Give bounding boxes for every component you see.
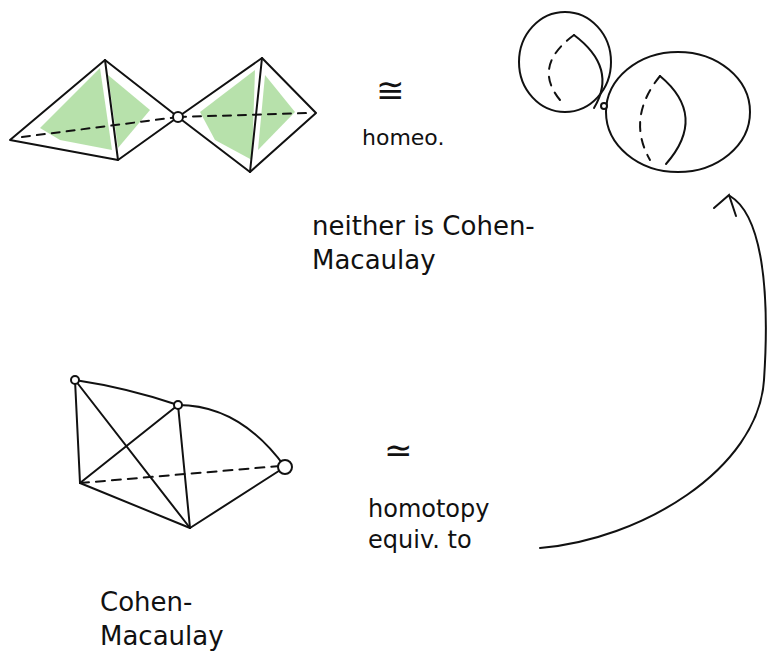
relation-label: homotopy equiv. to bbox=[368, 494, 518, 556]
equator bbox=[574, 35, 602, 108]
shaded-face bbox=[40, 68, 112, 150]
double-tetrahedron bbox=[10, 58, 316, 172]
vertex bbox=[174, 401, 182, 409]
edge bbox=[80, 405, 178, 483]
arrow-head bbox=[714, 195, 736, 216]
isomorphism-symbol: ≅ bbox=[376, 68, 436, 112]
vertex bbox=[173, 112, 183, 122]
hidden-edge bbox=[22, 117, 178, 137]
wedge-of-spheres bbox=[519, 12, 750, 172]
simplicial-complex bbox=[71, 376, 292, 528]
vertex bbox=[278, 460, 292, 474]
homotopy-symbol: ≃ bbox=[384, 428, 444, 472]
sphere bbox=[606, 52, 750, 172]
hidden-equator bbox=[640, 76, 660, 160]
hidden-edge bbox=[80, 466, 280, 483]
edge bbox=[190, 467, 285, 528]
edge bbox=[75, 380, 80, 483]
vertex bbox=[71, 376, 79, 384]
edge bbox=[178, 405, 190, 528]
edge bbox=[75, 380, 190, 528]
arrow-line bbox=[540, 196, 766, 548]
hidden-edge bbox=[178, 113, 310, 117]
note: neither is Cohen-Macaulay bbox=[312, 210, 602, 278]
wedge-point bbox=[601, 103, 607, 109]
edge bbox=[80, 483, 190, 528]
hidden-equator bbox=[549, 35, 574, 100]
relation-label: homeo. bbox=[362, 124, 482, 153]
tetrahedron-outline bbox=[10, 60, 178, 160]
edge bbox=[178, 405, 285, 467]
complex-label: Cohen-Macaulay bbox=[100, 586, 270, 654]
tetrahedron-outline bbox=[178, 58, 316, 172]
equator bbox=[660, 76, 686, 164]
sphere bbox=[519, 12, 611, 112]
curved-arrow bbox=[540, 195, 766, 548]
tetrahedron-edge bbox=[105, 60, 118, 160]
